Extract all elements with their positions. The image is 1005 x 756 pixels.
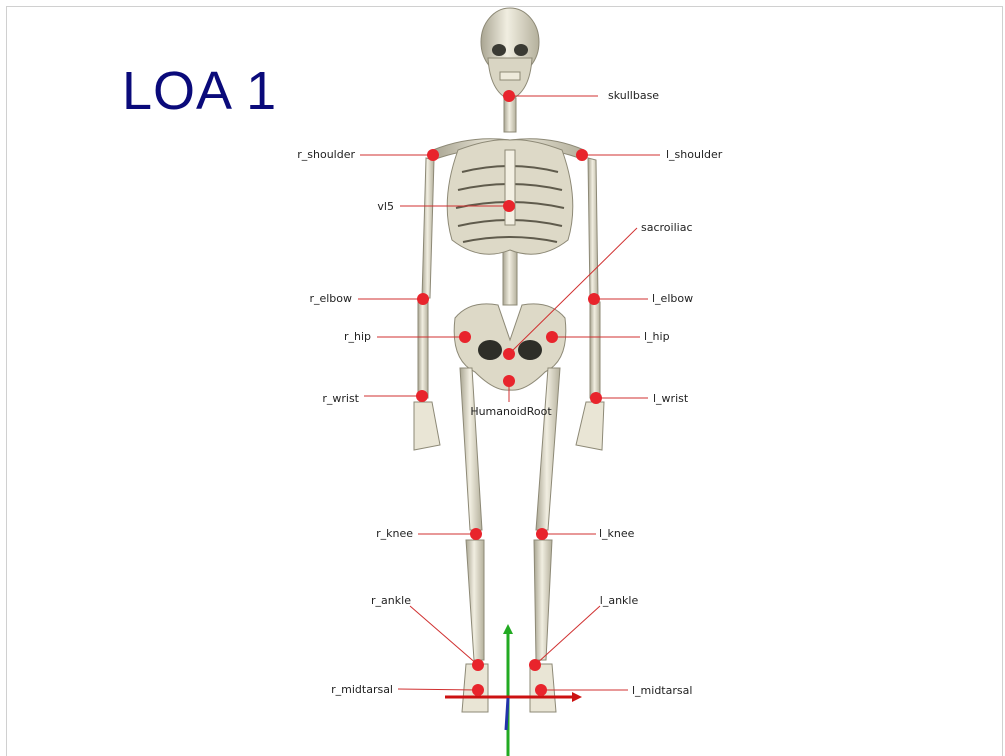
joint-marker-l_knee (536, 528, 548, 540)
joint-label-l_hip: l_hip (644, 330, 670, 343)
joint-label-r_hip: r_hip (344, 330, 371, 343)
joint-label-r_knee: r_knee (376, 527, 413, 540)
joint-label-l_ankle: l_ankle (600, 594, 639, 607)
y-axis-arrow (503, 624, 513, 634)
joint-marker-l_elbow (588, 293, 600, 305)
joint-label-r_wrist: r_wrist (322, 392, 359, 405)
joint-marker-sacroiliac (503, 348, 515, 360)
joint-label-r_elbow: r_elbow (309, 292, 352, 305)
joint-marker-r_hip (459, 331, 471, 343)
joint-marker-r_shoulder (427, 149, 439, 161)
joint-label-r_ankle: r_ankle (371, 594, 411, 607)
joint-label-humanoidroot: HumanoidRoot (470, 405, 552, 418)
joint-label-sacroiliac: sacroiliac (641, 221, 693, 234)
joint-marker-l_midtarsal (535, 684, 547, 696)
joint-label-l_wrist: l_wrist (653, 392, 689, 405)
joint-label-l_knee: l_knee (599, 527, 635, 540)
joint-label-r_shoulder: r_shoulder (297, 148, 355, 161)
joint-marker-l_hip (546, 331, 558, 343)
joint-label-skullbase: skullbase (608, 89, 659, 102)
z-axis-line (506, 698, 508, 730)
joint-label-vl5: vl5 (377, 200, 394, 213)
joint-marker-r_midtarsal (472, 684, 484, 696)
joint-marker-r_ankle (472, 659, 484, 671)
joint-marker-r_knee (470, 528, 482, 540)
x-axis-arrow (572, 692, 582, 702)
joint-marker-l_shoulder (576, 149, 588, 161)
joint-marker-r_elbow (417, 293, 429, 305)
joint-marker-l_wrist (590, 392, 602, 404)
joint-label-l_shoulder: l_shoulder (666, 148, 723, 161)
joint-label-l_midtarsal: l_midtarsal (632, 684, 692, 697)
joint-marker-l_ankle (529, 659, 541, 671)
joint-label-l_elbow: l_elbow (652, 292, 693, 305)
leader-line-r_ankle (410, 606, 478, 665)
joint-marker-vl5 (503, 200, 515, 212)
joint-label-r_midtarsal: r_midtarsal (331, 683, 393, 696)
joint-marker-skullbase (503, 90, 515, 102)
joint-marker-humanoidroot (503, 375, 515, 387)
joint-marker-r_wrist (416, 390, 428, 402)
